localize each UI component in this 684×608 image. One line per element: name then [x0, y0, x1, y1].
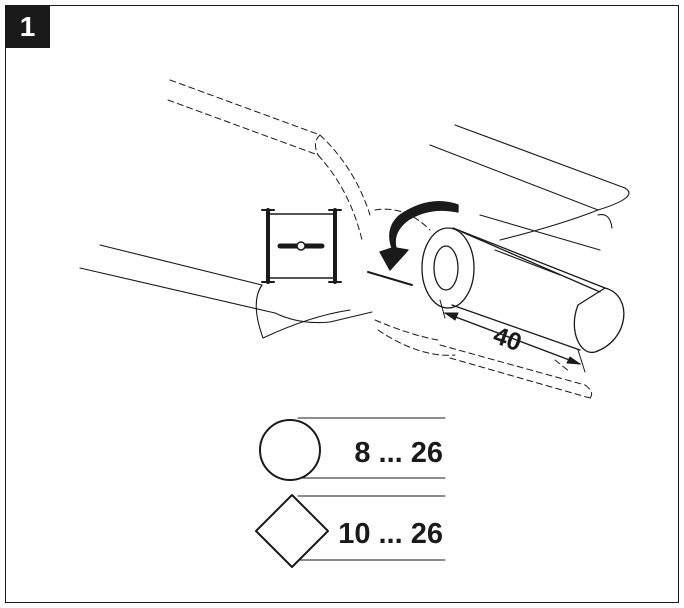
dimension-line	[439, 299, 586, 373]
round-profile-icon	[259, 419, 321, 481]
workpiece-cylinder	[421, 227, 625, 353]
square-profile-icon	[255, 494, 329, 568]
square-range-label: 10 ... 26	[338, 518, 443, 550]
figure-frame	[5, 5, 679, 603]
jaw-dashed-outline	[167, 79, 593, 399]
clamp-symbol-icon	[261, 208, 342, 284]
chuck-body	[79, 124, 630, 339]
figure-badge: 1	[5, 5, 50, 48]
dimension-label: 40	[490, 321, 526, 357]
rotation-arrow-icon	[367, 201, 459, 286]
profile-lines	[297, 417, 446, 561]
round-range-label: 8 ... 26	[354, 437, 443, 469]
